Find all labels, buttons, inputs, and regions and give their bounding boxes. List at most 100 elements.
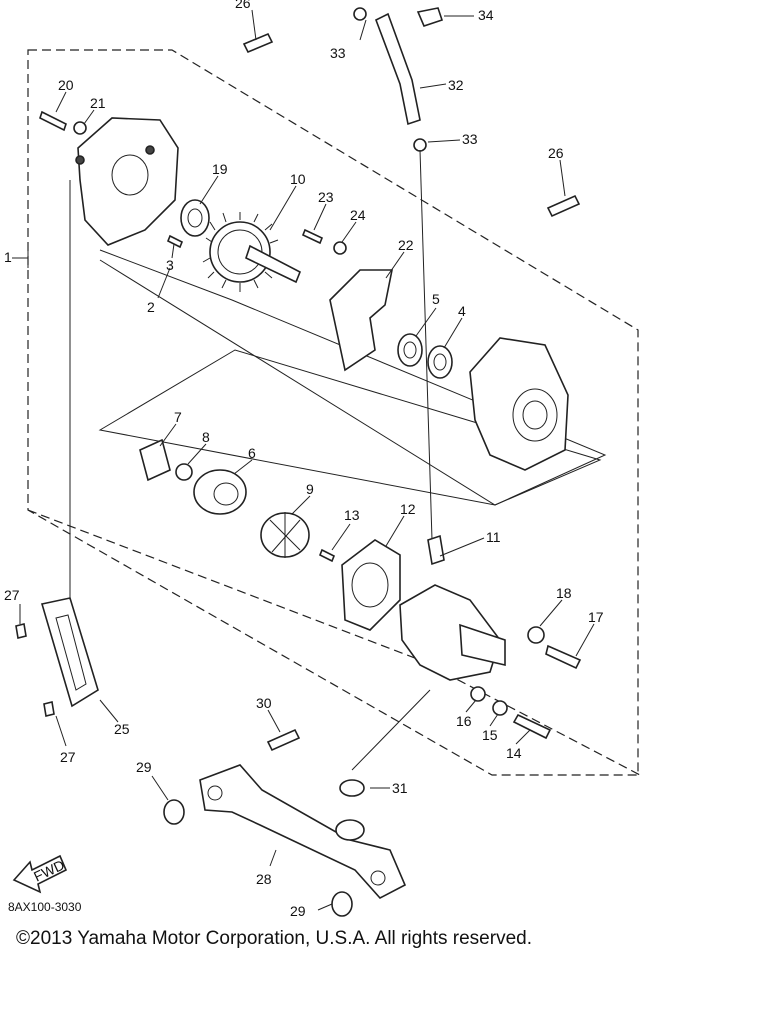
- callout-27-lower: 27: [60, 749, 76, 765]
- part-24-washer: [333, 241, 347, 255]
- leader-26b: [559, 159, 566, 197]
- cover-bolt-hole-2: [145, 145, 155, 155]
- part-26-bolt-top: [242, 32, 274, 54]
- callout-21: 21: [90, 95, 106, 111]
- leader-14: [515, 729, 531, 745]
- callout-28: 28: [256, 871, 272, 887]
- part-18-washer: [527, 626, 545, 644]
- o-ring-guide-line: [351, 689, 431, 771]
- part-23-bolt: [301, 228, 324, 245]
- hose-guide-line: [419, 149, 433, 541]
- callout-9: 9: [306, 481, 314, 497]
- leader-8: [187, 443, 207, 465]
- callout-32: 32: [448, 77, 464, 93]
- leader-3: [171, 243, 175, 259]
- leader-2: [157, 267, 171, 299]
- callout-4: 4: [458, 303, 466, 319]
- callout-22: 22: [398, 237, 414, 253]
- callout-33-top: 33: [330, 45, 346, 61]
- callout-27-upper: 27: [4, 587, 20, 603]
- cover-bolt-hole: [75, 155, 85, 165]
- callout-33-bottom: 33: [462, 131, 478, 147]
- callout-16: 16: [456, 713, 472, 729]
- part-15-nut: [492, 700, 508, 716]
- leader-16: [465, 699, 477, 713]
- impeller-blades: [269, 512, 301, 558]
- leader-28: [269, 849, 277, 867]
- callout-31: 31: [392, 780, 408, 796]
- gasket-25-slot: [55, 614, 87, 691]
- part-33-clamp-top: [353, 7, 367, 21]
- pipe-28-flange-hole: [207, 785, 223, 801]
- callout-10: 10: [290, 171, 306, 187]
- part-4-bearing: [427, 345, 453, 379]
- part-7-sleeve: [139, 438, 171, 482]
- callout-19: 19: [212, 161, 228, 177]
- part-14-bolt: [512, 713, 552, 740]
- fwd-direction-arrow: [12, 854, 68, 894]
- leader-26a: [251, 9, 257, 41]
- leader-29b: [317, 903, 333, 911]
- callout-3: 3: [166, 257, 174, 273]
- leader-33a: [359, 19, 367, 41]
- callout-20: 20: [58, 77, 74, 93]
- part-5-seal: [397, 333, 423, 367]
- part-25-gasket: [40, 597, 99, 708]
- leader-4: [443, 317, 463, 349]
- callout-34: 34: [478, 7, 494, 23]
- leader-13: [331, 523, 351, 551]
- leader-27b: [55, 715, 67, 747]
- leader-17: [575, 623, 595, 657]
- leader-20: [55, 91, 67, 113]
- leader-10: [269, 185, 297, 231]
- part-27-pin-lower: [43, 701, 55, 717]
- part-31-o-ring: [339, 779, 365, 797]
- callout-15: 15: [482, 727, 498, 743]
- part-34-fitting: [416, 7, 444, 27]
- gasket-12-hole: [351, 562, 389, 608]
- callout-8: 8: [202, 429, 210, 445]
- bearing-19-bore: [187, 208, 203, 228]
- part-29-o-ring-right: [331, 891, 353, 917]
- part-3-pin: [166, 234, 184, 249]
- housing-bore-inner: [522, 400, 548, 430]
- part-33-clamp-bottom: [413, 138, 427, 152]
- callout-2: 2: [147, 299, 155, 315]
- part-11-nipple: [427, 534, 445, 566]
- part-27-pin-upper: [15, 623, 27, 639]
- housing-bore: [512, 388, 558, 442]
- leader-5: [415, 307, 437, 337]
- part-10-shaft: [245, 244, 302, 284]
- part-10-gear: [209, 221, 271, 283]
- part-13-pin: [318, 548, 336, 563]
- leader-30: [267, 709, 281, 733]
- leader-9: [291, 495, 311, 515]
- leader-11: [439, 537, 485, 557]
- pipe-28-flange-hole-2: [370, 870, 386, 886]
- callout-17: 17: [588, 609, 604, 625]
- callout-24: 24: [350, 207, 366, 223]
- leader-7: [159, 423, 177, 447]
- pump-housing: [469, 337, 569, 471]
- leader-6: [233, 459, 253, 475]
- leader-33b: [427, 139, 461, 143]
- part-17-bolt: [545, 644, 582, 670]
- leader-21: [83, 109, 95, 125]
- copyright-notice: ©2013 Yamaha Motor Corporation, U.S.A. A…: [16, 928, 532, 949]
- part-12-gasket: [341, 539, 401, 631]
- part-19-bearing: [180, 199, 210, 237]
- callout-12: 12: [400, 501, 416, 517]
- part-21-cover: [77, 117, 179, 246]
- part-28-pipe: [199, 764, 407, 899]
- impeller-group-outline: [98, 349, 602, 506]
- callout-29-left: 29: [136, 759, 152, 775]
- callout-29-right: 29: [290, 903, 306, 919]
- cover-bore: [111, 154, 149, 196]
- callout-23: 23: [318, 189, 334, 205]
- callout-11: 11: [486, 529, 501, 545]
- leader-23: [313, 203, 327, 231]
- callout-14: 14: [506, 745, 522, 761]
- part-32-hose: [374, 12, 421, 126]
- leader-18: [539, 599, 563, 627]
- gear-group-outline: [99, 249, 607, 506]
